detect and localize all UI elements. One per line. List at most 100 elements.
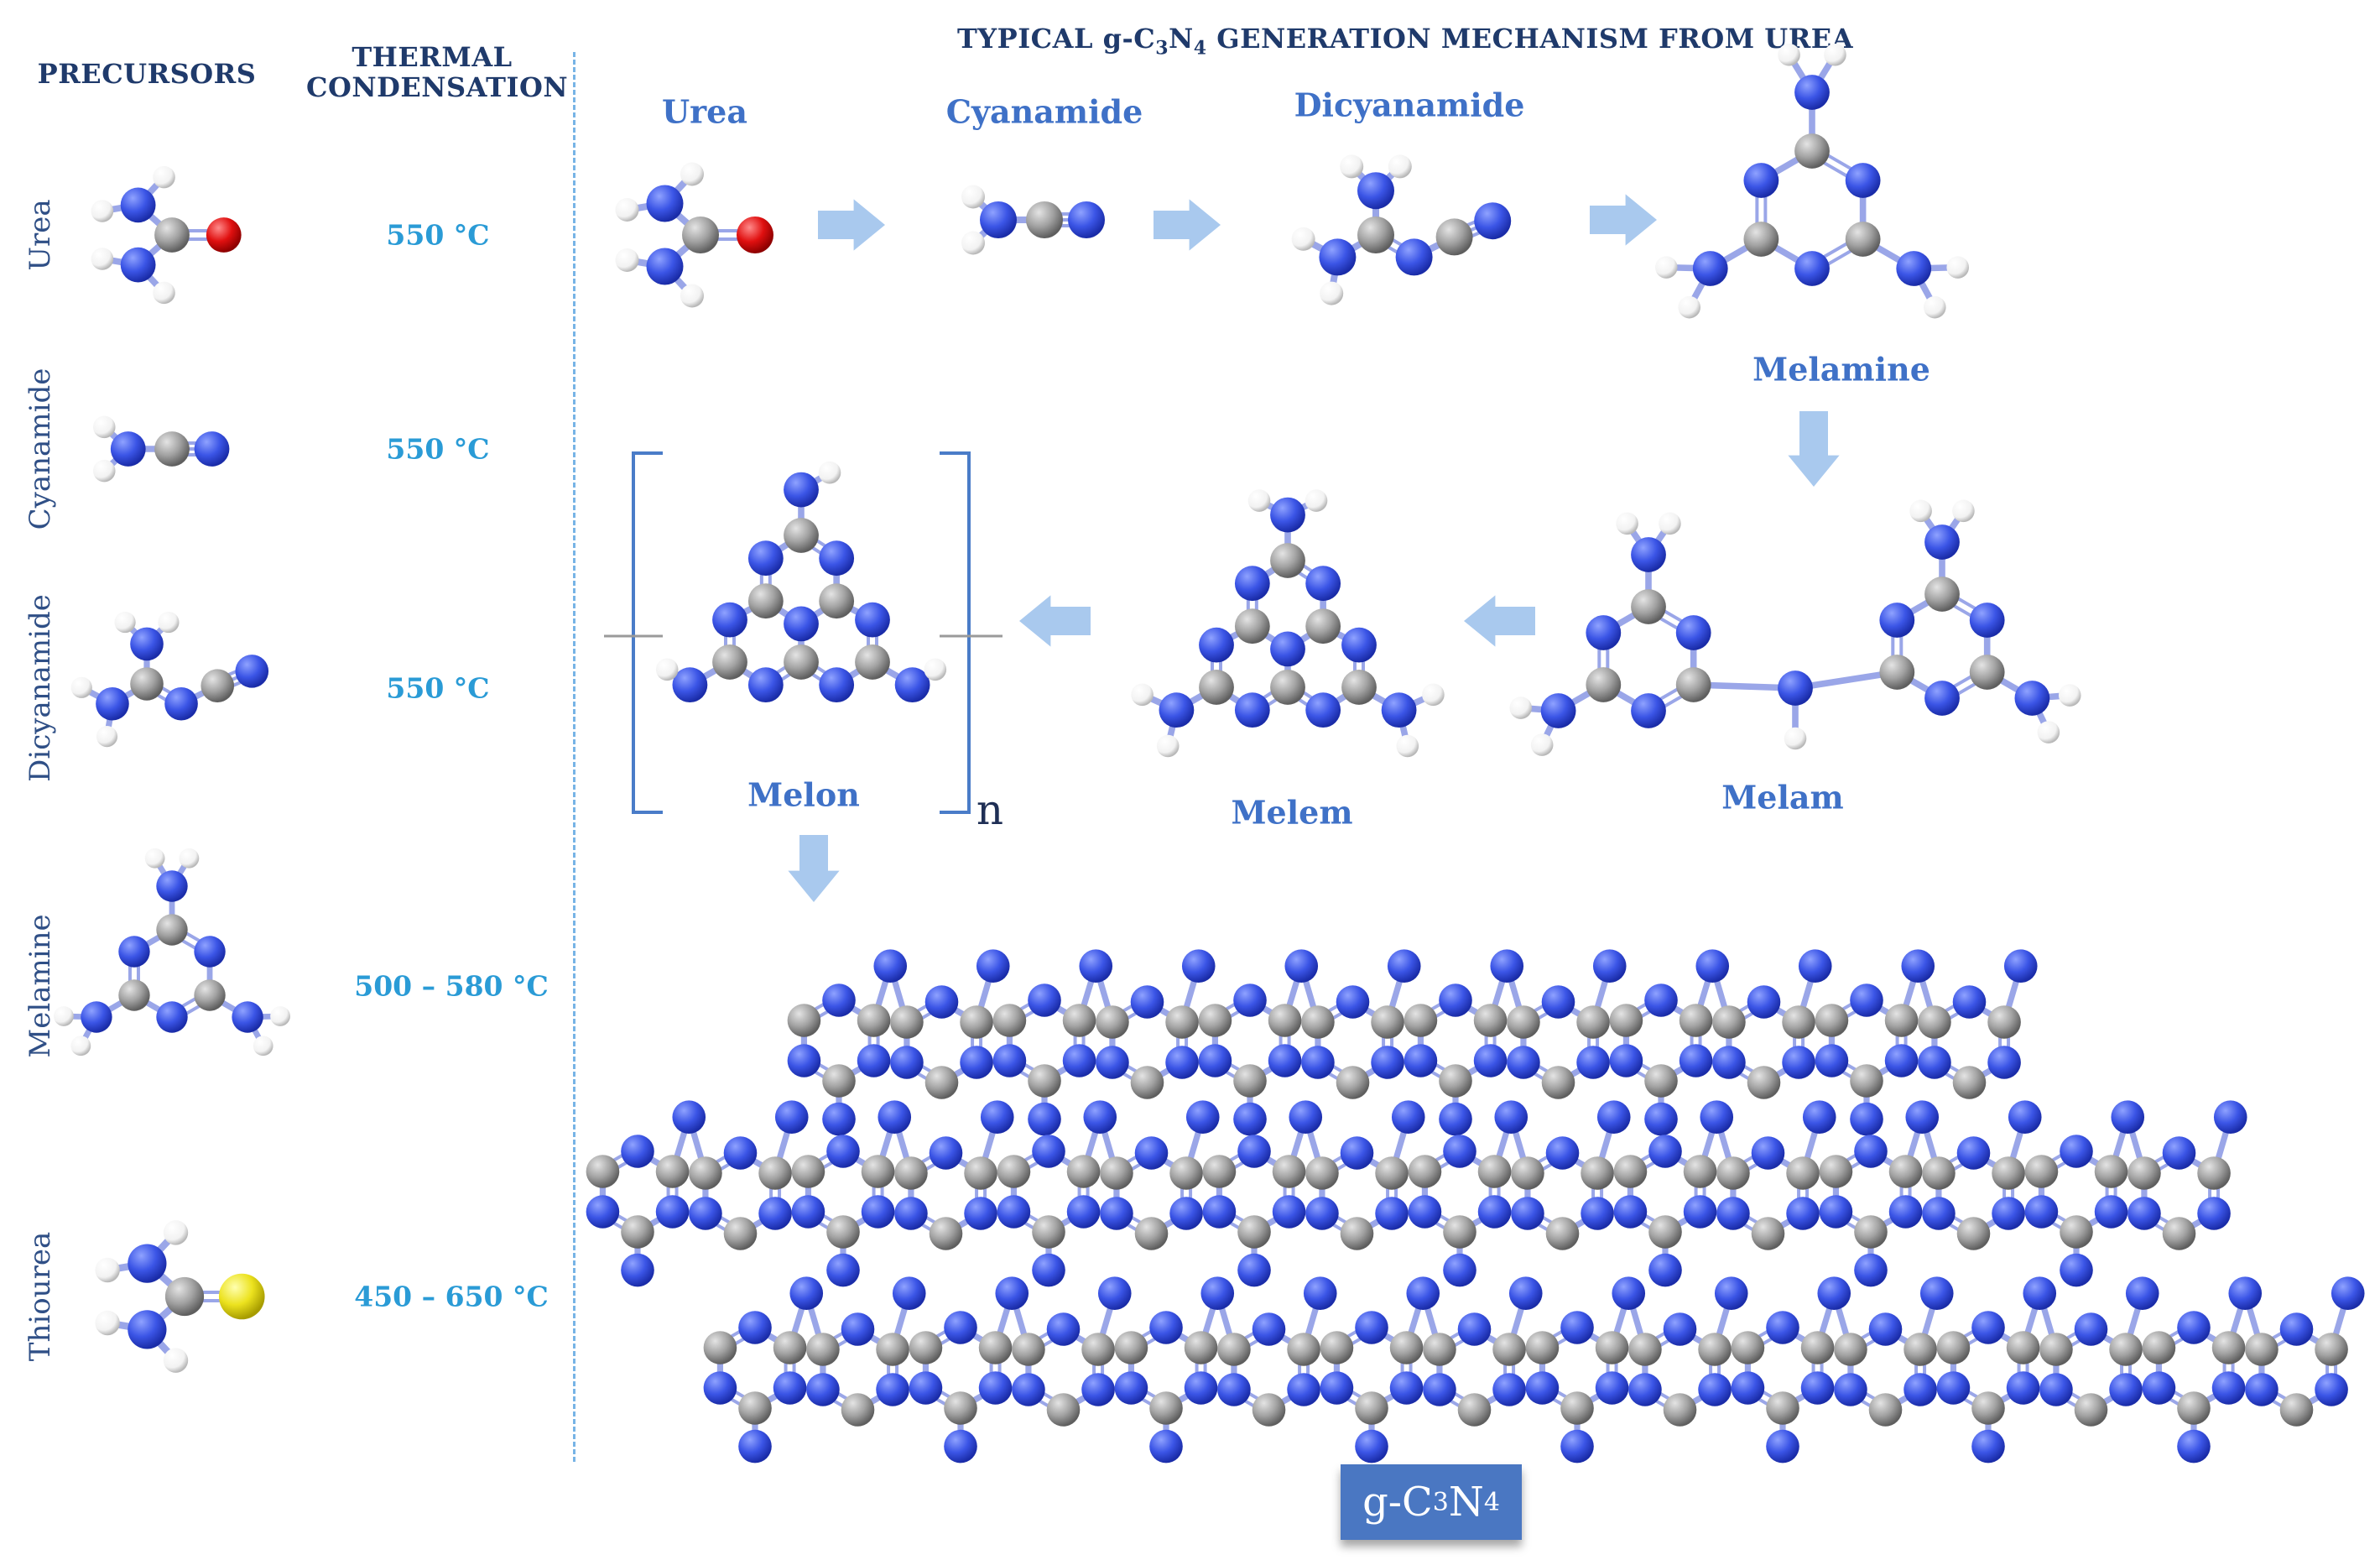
carbon-atom bbox=[712, 644, 747, 680]
nitrogen-atom bbox=[806, 1373, 840, 1406]
nitrogen-atom bbox=[120, 187, 156, 223]
nitrogen-atom bbox=[655, 1195, 690, 1229]
carbon-atom bbox=[841, 1393, 875, 1427]
carbon-atom bbox=[929, 1217, 963, 1250]
hydrogen-atom bbox=[924, 658, 947, 681]
carbon-atom bbox=[154, 217, 190, 253]
nitrogen-atom bbox=[841, 1312, 875, 1346]
carbon-atom bbox=[201, 669, 235, 702]
nitrogen-atom bbox=[738, 1429, 772, 1463]
carbon-atom bbox=[1888, 1155, 1923, 1188]
nitrogen-atom bbox=[1698, 1373, 1732, 1406]
nitrogen-atom bbox=[1443, 1135, 1476, 1168]
nitrogen-atom bbox=[822, 983, 856, 1017]
nitrogen-atom bbox=[861, 1195, 895, 1229]
reaction-arrow bbox=[1788, 411, 1840, 487]
nitrogen-atom bbox=[1252, 1312, 1286, 1346]
carbon-atom bbox=[1287, 1333, 1320, 1366]
carbon-atom bbox=[1683, 1155, 1717, 1188]
carbon-atom bbox=[2094, 1155, 2128, 1188]
nitrogen-atom bbox=[128, 1310, 167, 1349]
carbon-atom bbox=[682, 217, 719, 253]
nitrogen-atom bbox=[156, 1001, 188, 1033]
carbon-atom bbox=[2109, 1333, 2143, 1366]
nitrogen-atom bbox=[1545, 1136, 1580, 1170]
carbon-atom bbox=[791, 1155, 825, 1188]
nitrogen-atom bbox=[1320, 1371, 1354, 1405]
carbon-atom bbox=[1340, 1217, 1374, 1250]
nitrogen-atom bbox=[1675, 615, 1711, 650]
carbon-atom bbox=[1786, 1156, 1820, 1190]
hydrogen-atom bbox=[1654, 256, 1678, 279]
carbon-atom bbox=[1375, 1156, 1409, 1190]
nitrogen-atom bbox=[1802, 1100, 1836, 1134]
nitrogen-atom bbox=[1423, 1373, 1456, 1406]
nitrogen-atom bbox=[1888, 1195, 1923, 1229]
carbon-atom bbox=[1675, 667, 1711, 702]
carbon-atom bbox=[1854, 1215, 1888, 1249]
hydrogen-atom bbox=[1946, 256, 1970, 279]
carbon-atom bbox=[1819, 1155, 1853, 1188]
nitrogen-atom bbox=[1200, 1276, 1235, 1310]
carbon-atom bbox=[1371, 1005, 1404, 1039]
nitrogen-atom bbox=[1648, 1253, 1682, 1287]
melon-left-bracket bbox=[632, 451, 663, 814]
nitrogen-atom bbox=[2111, 1100, 2145, 1134]
nitrogen-atom bbox=[128, 1244, 167, 1283]
mechanism-label-cyanamide: Cyanamide bbox=[945, 92, 1143, 131]
nitrogen-atom bbox=[1868, 1312, 1903, 1346]
hydrogen-atom bbox=[91, 200, 114, 222]
nitrogen-atom bbox=[1817, 1276, 1851, 1310]
nitrogen-atom bbox=[646, 185, 684, 222]
carbon-atom bbox=[1404, 1004, 1438, 1037]
carbon-atom bbox=[1716, 1156, 1750, 1190]
nitrogen-atom bbox=[1850, 983, 1883, 1017]
carbon-atom bbox=[1766, 1391, 1799, 1425]
hydrogen-atom bbox=[818, 461, 841, 484]
nitrogen-atom bbox=[1408, 1195, 1442, 1229]
nitrogen-atom bbox=[586, 1195, 620, 1229]
nitrogen-atom bbox=[1387, 949, 1421, 983]
carbon-atom bbox=[154, 431, 190, 467]
carbon-atom bbox=[1586, 667, 1622, 702]
carbon-atom bbox=[1581, 1156, 1614, 1190]
nitrogen-atom bbox=[1747, 985, 1781, 1019]
nitrogen-atom bbox=[894, 1197, 928, 1230]
nitrogen-atom bbox=[1406, 1276, 1440, 1310]
carbon-atom bbox=[1800, 1331, 1835, 1364]
nitrogen-atom bbox=[1751, 1136, 1785, 1170]
nitrogen-atom bbox=[784, 606, 819, 642]
carbon-atom bbox=[1884, 1004, 1919, 1037]
hydrogen-atom bbox=[91, 248, 114, 270]
nitrogen-atom bbox=[773, 1371, 807, 1405]
nitrogen-atom bbox=[929, 1136, 963, 1170]
nitrogen-atom bbox=[894, 667, 930, 703]
nitrogen-atom bbox=[2127, 1197, 2161, 1230]
carbon-atom bbox=[1576, 1005, 1610, 1039]
nitrogen-atom bbox=[1028, 1102, 1061, 1136]
carbon-atom bbox=[784, 518, 819, 553]
nitrogen-atom bbox=[1336, 985, 1370, 1019]
nitrogen-atom bbox=[980, 201, 1017, 238]
nitrogen-atom bbox=[1234, 566, 1270, 602]
nitrogen-atom bbox=[1766, 1429, 1799, 1463]
nitrogen-atom bbox=[1439, 1102, 1472, 1136]
nitrogen-atom bbox=[2024, 1195, 2059, 1229]
carbon-atom bbox=[1026, 201, 1063, 238]
carbon-atom bbox=[1992, 1156, 2025, 1190]
hydrogen-atom bbox=[95, 1257, 120, 1283]
nitrogen-atom bbox=[1798, 949, 1832, 983]
nitrogen-atom bbox=[1389, 1371, 1424, 1405]
nitrogen-atom bbox=[1289, 1100, 1323, 1134]
nitrogen-atom bbox=[1922, 1197, 1956, 1230]
nitrogen-atom bbox=[784, 472, 819, 508]
nitrogen-atom bbox=[1581, 1197, 1614, 1230]
carbon-atom bbox=[773, 1331, 807, 1364]
nitrogen-atom bbox=[2228, 1276, 2263, 1310]
carbon-atom bbox=[1613, 1155, 1648, 1188]
nitrogen-atom bbox=[81, 1001, 112, 1033]
carbon-atom bbox=[747, 583, 784, 619]
carbon-atom bbox=[787, 1004, 821, 1037]
nitrogen-atom bbox=[1237, 1135, 1271, 1168]
